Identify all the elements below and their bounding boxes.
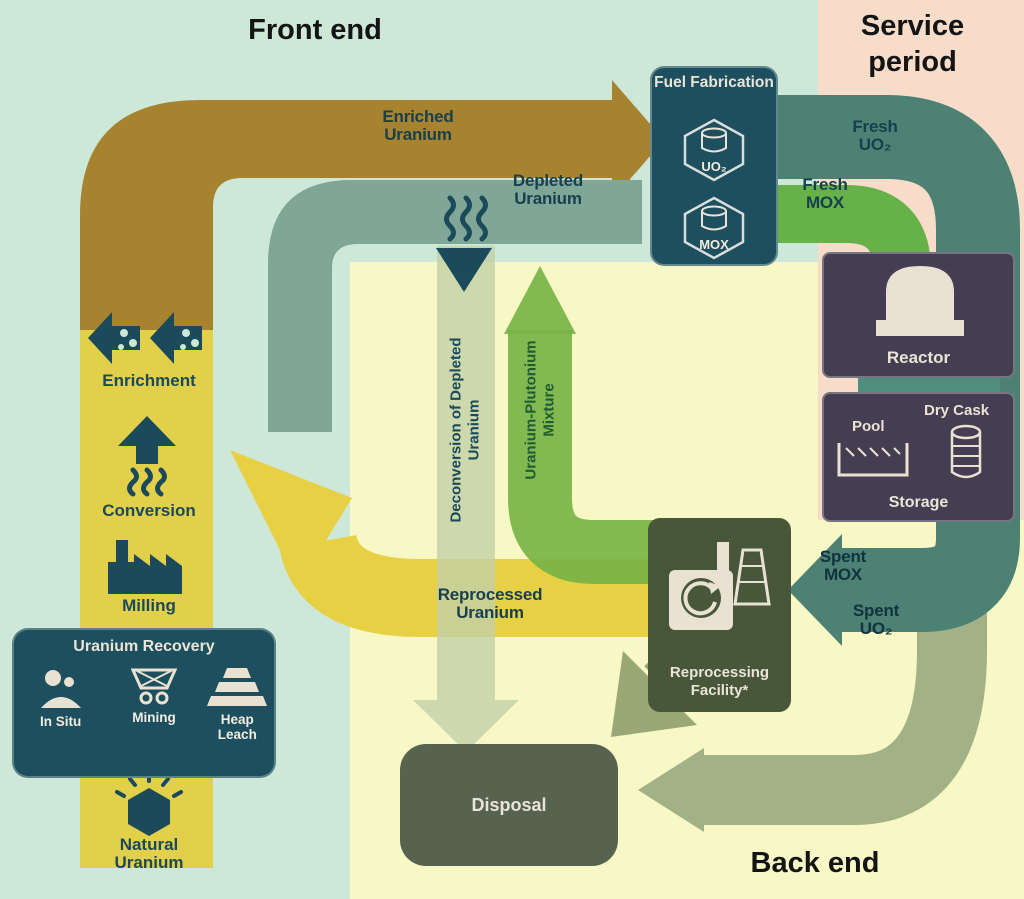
squiggle-line-icon — [460, 195, 472, 242]
storage-node: Pool Dry Cask Storage — [822, 392, 1015, 522]
uo2-label: UO₂ — [701, 159, 727, 174]
pool-label: Pool — [852, 418, 885, 435]
u-pu-mixture-label: Uranium-Plutonium Mixture — [522, 340, 558, 480]
dry-cask-label: Dry Cask — [924, 402, 990, 419]
fresh-uo2-label: Fresh UO₂ — [852, 117, 898, 154]
fresh-mox-label: Fresh MOX — [802, 175, 848, 212]
heap-leach-label: Heap Leach — [217, 712, 257, 742]
deconversion-band — [437, 246, 495, 700]
in-situ-cell: In Situ — [19, 668, 103, 743]
squiggle-line-icon — [476, 195, 488, 242]
natural-uranium-label: Natural Uranium — [114, 835, 184, 872]
uranium-recovery-title: Uranium Recovery — [73, 638, 215, 655]
front-end-title: Front end — [248, 14, 382, 46]
heap-leach-cell: Heap Leach — [205, 668, 269, 743]
conversion-label: Conversion — [102, 501, 196, 520]
enriched-uranium-band — [80, 80, 664, 330]
spent-uo2-label: Spent UO₂ — [852, 601, 900, 638]
uranium-recovery-node: Uranium Recovery In Situ Mining — [12, 628, 276, 778]
service-period-title: Service period — [860, 10, 965, 79]
disposal-node: Disposal — [400, 744, 618, 866]
disposal-label: Disposal — [471, 794, 547, 815]
mox-hexagon-icon — [683, 196, 745, 260]
fuel-fabrication-node: Fuel Fabrication UO₂ MOX — [650, 66, 778, 266]
u-pu-mixture-arrowhead — [504, 266, 576, 334]
storage-label: Storage — [888, 494, 949, 511]
milling-icon — [108, 540, 182, 594]
in-situ-icon — [40, 670, 81, 708]
reactor-node: Reactor — [822, 252, 1015, 378]
natural-uranium-icon — [115, 772, 183, 836]
depleted-uranium-label: Depleted Uranium — [512, 171, 584, 208]
mining-cell: Mining — [112, 668, 196, 743]
in-situ-label: In Situ — [40, 714, 82, 729]
fuel-fabrication-title: Fuel Fabrication — [654, 74, 774, 91]
spent-uo2-arrowhead — [638, 748, 704, 832]
depleted-uranium-arrowhead — [436, 248, 492, 292]
milling-label: Milling — [122, 596, 176, 615]
spent-mox-arrowhead — [788, 534, 842, 646]
back-end-title: Back end — [750, 847, 880, 879]
pool-icon — [837, 443, 909, 477]
reprocessed-uranium-label: Reprocessed Uranium — [437, 585, 543, 622]
reprocessed-uranium-band — [279, 532, 660, 637]
enriched-uranium-label: Enriched Uranium — [382, 107, 454, 144]
mining-icon — [130, 668, 177, 705]
spent-mox-label: Spent MOX — [819, 547, 867, 584]
spent-fuel-loop-band — [776, 95, 1020, 632]
reprocessed-uranium-arrowhead — [230, 450, 352, 586]
reprocessing-label: Reprocessing Facility* — [669, 664, 770, 699]
reactor-label: Reactor — [886, 348, 951, 367]
mining-label: Mining — [132, 710, 176, 725]
deconversion-arrowhead — [413, 700, 519, 752]
enrichment-label: Enrichment — [102, 371, 196, 390]
heap-leach-icon — [207, 668, 268, 706]
uo2-hexagon-icon — [683, 118, 745, 182]
mox-fuel-item: MOX — [681, 196, 747, 260]
enrichment-icon — [88, 312, 202, 364]
reprocessing-icon — [669, 542, 771, 630]
spent-uo2-band — [704, 568, 987, 825]
dry-cask-icon — [950, 424, 982, 479]
squiggle-line-icon — [444, 195, 456, 242]
reactor-icon — [876, 266, 964, 336]
uo2-fuel-item: UO₂ — [681, 118, 747, 182]
u-pu-mixture-band — [508, 330, 658, 584]
conversion-icon — [118, 416, 176, 497]
deconversion-label: Deconversion of Depleted Uranium — [447, 337, 483, 523]
reprocessing-node: Reprocessing Facility* — [648, 518, 791, 712]
mox-label: MOX — [699, 237, 729, 252]
depleted-uranium-band — [268, 180, 642, 432]
